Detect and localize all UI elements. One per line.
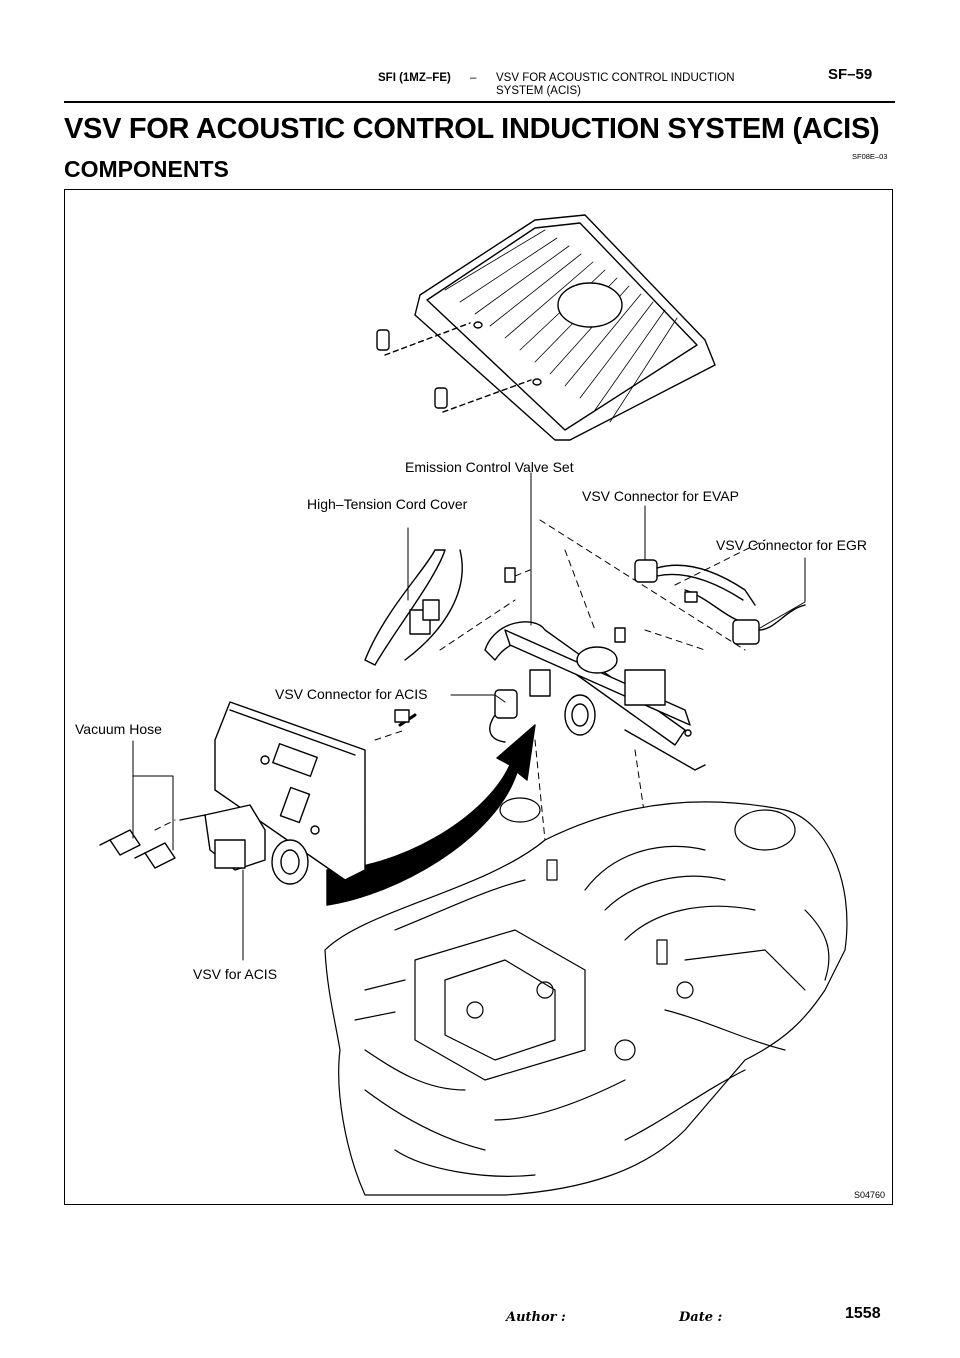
section-subtitle: COMPONENTS bbox=[64, 156, 229, 182]
label-emission-control-valve-set: Emission Control Valve Set bbox=[405, 459, 574, 475]
header-subsection-line1: VSV FOR ACOUSTIC CONTROL INDUCTION bbox=[496, 72, 735, 84]
header-dash: – bbox=[470, 72, 477, 84]
header-page-code: SF–59 bbox=[828, 66, 873, 83]
emission-control-valve-set-drawing bbox=[484, 567, 706, 771]
vsv-acis-drawing bbox=[179, 804, 309, 885]
header-rule bbox=[64, 101, 895, 103]
label-vsv-for-acis: VSV for ACIS bbox=[193, 966, 278, 982]
label-leaders bbox=[132, 472, 806, 961]
vsv-connectors-drawing bbox=[489, 559, 806, 743]
header-subsection-line2: SYSTEM (ACIS) bbox=[496, 85, 581, 97]
page-title: VSV FOR ACOUSTIC CONTROL INDUCTION SYSTE… bbox=[64, 113, 880, 145]
engine-cover-drawing bbox=[376, 214, 716, 441]
label-vsv-connector-evap: VSV Connector for EVAP bbox=[582, 488, 739, 504]
label-high-tension-cord-cover: High–Tension Cord Cover bbox=[307, 496, 468, 512]
label-vacuum-hose: Vacuum Hose bbox=[75, 721, 162, 737]
diagram-frame bbox=[64, 189, 893, 1205]
header-section: SFI (1MZ–FE) bbox=[378, 72, 451, 84]
installation-arrow bbox=[326, 724, 536, 906]
cord-cover-drawing bbox=[364, 549, 463, 666]
doc-code: SF08E–03 bbox=[852, 152, 888, 161]
figure-id: S04760 bbox=[854, 1190, 886, 1200]
label-vsv-connector-egr: VSV Connector for EGR bbox=[716, 537, 867, 553]
engine-block-drawing bbox=[324, 797, 848, 1196]
bracket-drawing bbox=[214, 701, 417, 881]
footer-page-number: 1558 bbox=[845, 1305, 881, 1322]
footer-date-label: Date : bbox=[679, 1310, 723, 1325]
footer-author-label: Author : bbox=[506, 1310, 566, 1325]
components-diagram bbox=[99, 214, 848, 1196]
vacuum-hoses-drawing bbox=[99, 829, 176, 869]
label-vsv-connector-acis: VSV Connector for ACIS bbox=[275, 686, 428, 702]
